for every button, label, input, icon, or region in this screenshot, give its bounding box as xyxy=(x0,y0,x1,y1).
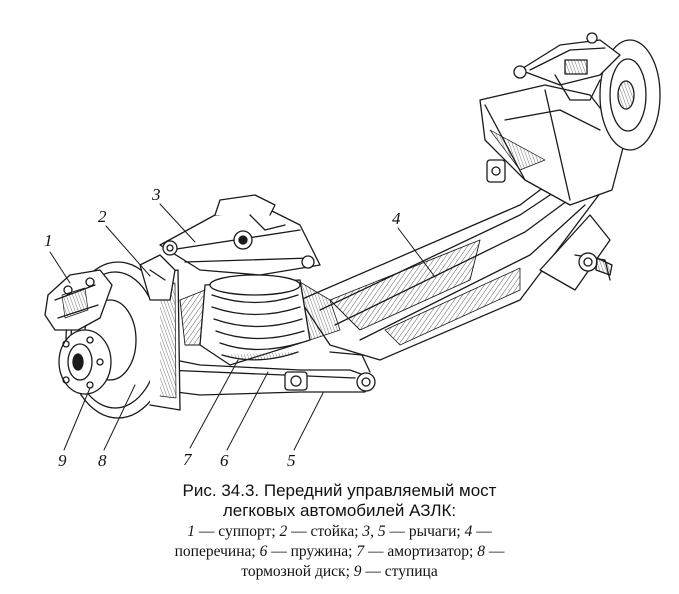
upper-control-arm xyxy=(159,194,321,276)
steering-knuckle xyxy=(139,254,176,301)
callout-1: 1 xyxy=(44,231,53,250)
legend-number: 4 xyxy=(464,523,473,540)
caption-legend-line-3: тормозной диск; 9 — ступица xyxy=(0,562,679,581)
callout-8: 8 xyxy=(98,451,107,470)
legend-text: поперечина; xyxy=(174,543,260,560)
suspension-illustration: 1 2 3 4 9 8 7 6 5 xyxy=(44,32,661,470)
callout-9: 9 xyxy=(58,451,67,470)
legend-text: тормозной диск; xyxy=(241,563,354,580)
caption-title-line-2: легковых автомобилей АЗЛК: xyxy=(222,501,457,520)
legend-text: — амортизатор; xyxy=(364,543,478,560)
legend-number: 1 xyxy=(187,523,196,540)
legend-text: — xyxy=(484,543,505,560)
legend-text: — рычаги; xyxy=(385,523,465,540)
callout-6: 6 xyxy=(220,451,229,470)
legend-text: , xyxy=(370,523,378,540)
callout-3: 3 xyxy=(152,185,161,204)
suspension-drawing xyxy=(44,32,661,451)
legend-number: 9 xyxy=(353,563,362,580)
callout-2: 2 xyxy=(98,207,107,226)
brake-caliper xyxy=(44,269,113,331)
legend-number: 3 xyxy=(362,523,371,540)
legend-number: 2 xyxy=(279,523,288,540)
legend-text: — xyxy=(472,523,492,540)
right-wheel-assembly xyxy=(513,32,661,151)
leader-lines xyxy=(49,203,436,451)
caption-legend-line-2: поперечина; 6 — пружина; 7 — амортизатор… xyxy=(0,542,679,561)
legend-text: — ступица xyxy=(361,563,438,580)
figure-caption: Рис. 34.3. Передний управляемый мост лег… xyxy=(0,481,679,581)
legend-number: 7 xyxy=(356,543,365,560)
legend-text: — стойка; xyxy=(287,523,363,540)
caption-title-line-1: Рис. 34.3. Передний управляемый мост xyxy=(182,481,497,500)
spring-and-shock xyxy=(179,274,341,366)
callout-4: 4 xyxy=(392,209,401,228)
callout-5: 5 xyxy=(287,451,296,470)
legend-number: 8 xyxy=(477,543,485,560)
legend-text: — суппорт; xyxy=(195,523,280,540)
legend-number: 5 xyxy=(377,523,386,540)
callout-7: 7 xyxy=(183,450,192,469)
caption-legend-line-1: 1 — суппорт; 2 — стойка; 3, 5 — рычаги; … xyxy=(0,522,679,541)
legend-number: 6 xyxy=(259,543,268,560)
cross-member xyxy=(299,84,626,361)
wheel-hub xyxy=(58,329,112,395)
legend-text: — пружина; xyxy=(267,543,357,560)
